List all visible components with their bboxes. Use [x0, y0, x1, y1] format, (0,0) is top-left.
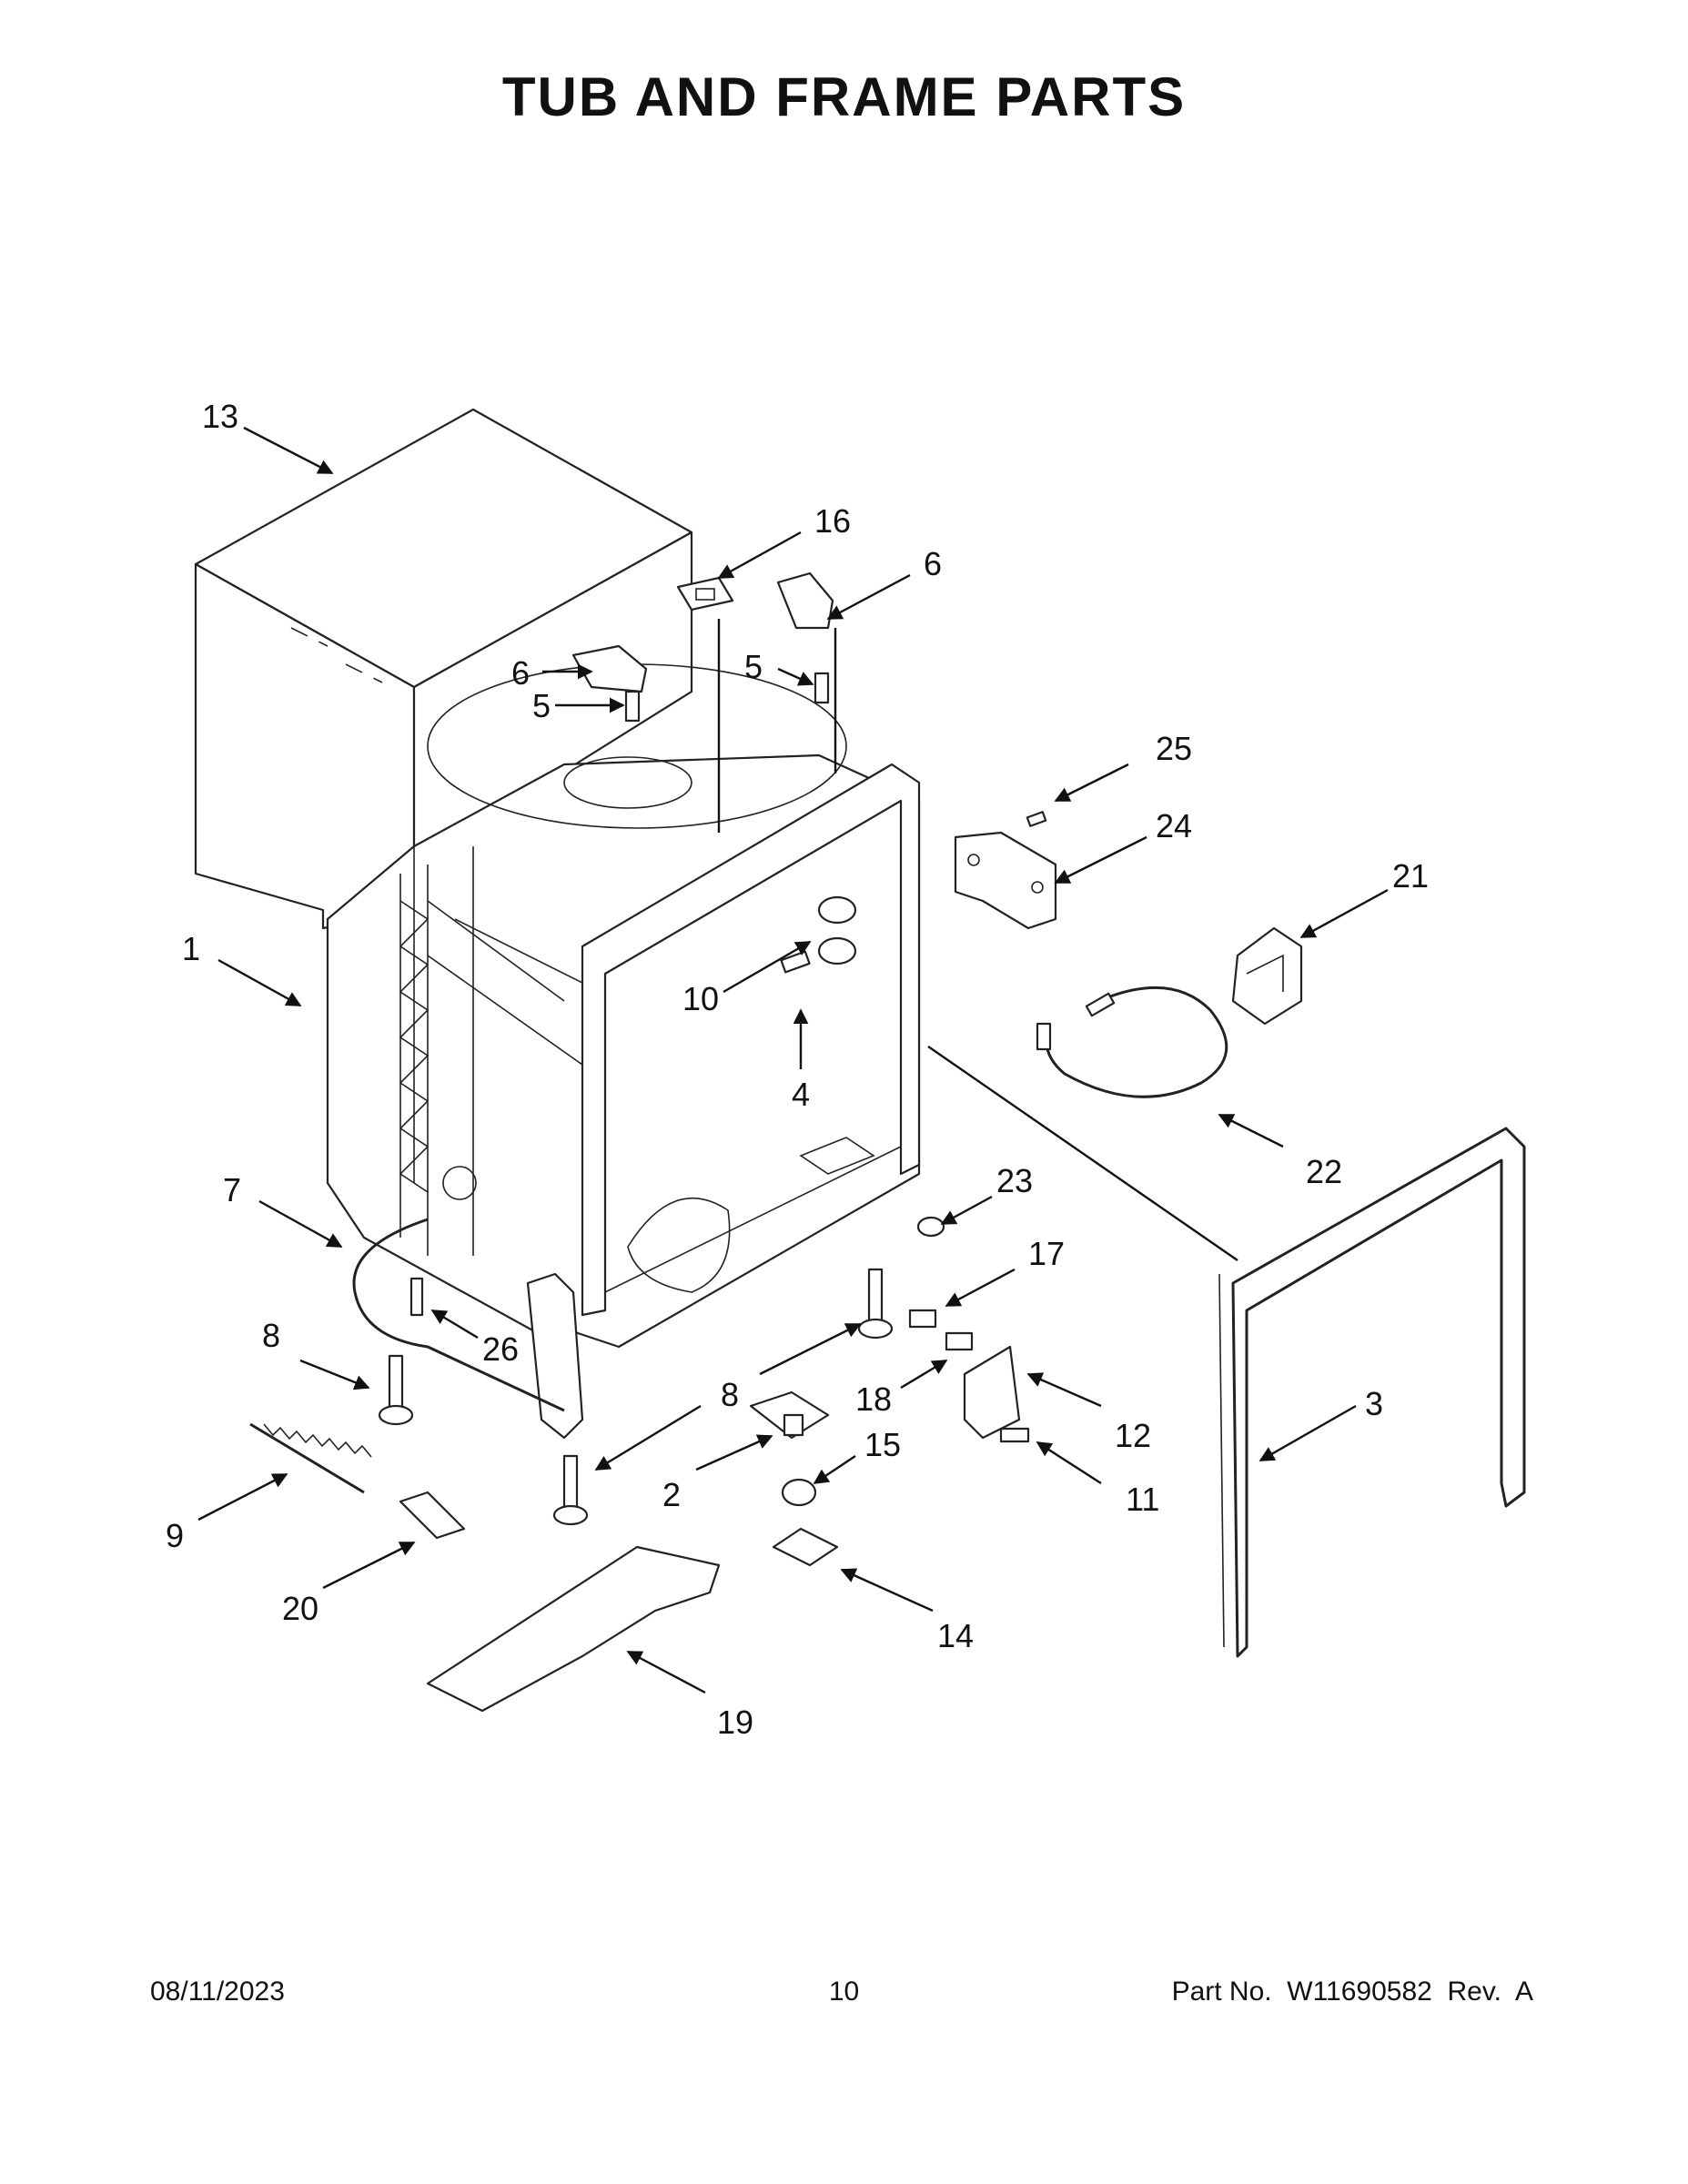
- callout-11: 11: [1126, 1481, 1159, 1518]
- callout-5: 5: [532, 687, 551, 724]
- callouts: 13 16 6 6 5 5 25 24 21 1 10 4 22 7 23 17…: [166, 398, 1429, 1741]
- float-base-14: [772, 1527, 839, 1567]
- callout-14: 14: [937, 1617, 974, 1654]
- callout-16: 16: [814, 502, 851, 540]
- tub: [326, 663, 921, 1440]
- callout-6: 6: [924, 545, 942, 582]
- bracket-21: [1231, 926, 1303, 1026]
- callout-17: 17: [1028, 1235, 1065, 1272]
- bracket-24: [954, 811, 1057, 930]
- callout-21: 21: [1392, 857, 1429, 895]
- leader-lines: [197, 426, 1389, 1694]
- callout-18: 18: [855, 1380, 892, 1418]
- callout-5: 5: [744, 648, 763, 685]
- footer-page-number: 10: [828, 1977, 860, 2007]
- wire-harness-22: [1036, 986, 1228, 1098]
- bracket-6-right: [776, 571, 834, 630]
- callout-12: 12: [1115, 1417, 1151, 1454]
- leveling-leg-8: [378, 1268, 894, 1526]
- callout-8: 8: [721, 1376, 739, 1413]
- screw-5: [624, 672, 830, 723]
- door-gasket-3: [1218, 1127, 1526, 1658]
- callout-22: 22: [1306, 1153, 1342, 1190]
- bracket-6-left: [571, 644, 648, 693]
- callout-2: 2: [662, 1476, 681, 1513]
- callout-8: 8: [262, 1317, 280, 1354]
- callout-15: 15: [864, 1426, 901, 1463]
- callout-9: 9: [166, 1517, 184, 1554]
- callout-10: 10: [682, 980, 719, 1017]
- callout-7: 7: [223, 1171, 241, 1208]
- hardware-17-18-12-11: [908, 1309, 1030, 1443]
- float-15: [781, 1478, 817, 1507]
- callout-6: 6: [511, 654, 530, 692]
- page-title: TUB AND FRAME PARTS: [501, 66, 1187, 127]
- drain-hose-7: [352, 1218, 565, 1412]
- callout-1: 1: [182, 930, 200, 967]
- callout-26: 26: [482, 1330, 519, 1368]
- callout-13: 13: [202, 398, 238, 435]
- callout-20: 20: [282, 1590, 318, 1627]
- callout-4: 4: [792, 1076, 810, 1113]
- callout-24: 24: [1156, 807, 1192, 844]
- toe-panel-19: [426, 1545, 721, 1713]
- callout-3: 3: [1365, 1385, 1383, 1422]
- callout-19: 19: [717, 1704, 753, 1741]
- part-2: [749, 1390, 830, 1440]
- spring-9: [249, 1422, 372, 1494]
- inlet-10: [780, 895, 857, 974]
- clip-16: [676, 576, 734, 612]
- callout-25: 25: [1156, 730, 1192, 767]
- footer-part-number: Part No. W11690582 Rev. A: [1171, 1977, 1533, 2007]
- screw-26: [409, 1277, 424, 1317]
- screw-23: [916, 1216, 945, 1238]
- callout-23: 23: [996, 1162, 1033, 1199]
- footer-date: 08/11/2023: [150, 1977, 285, 2007]
- part-20: [399, 1491, 466, 1540]
